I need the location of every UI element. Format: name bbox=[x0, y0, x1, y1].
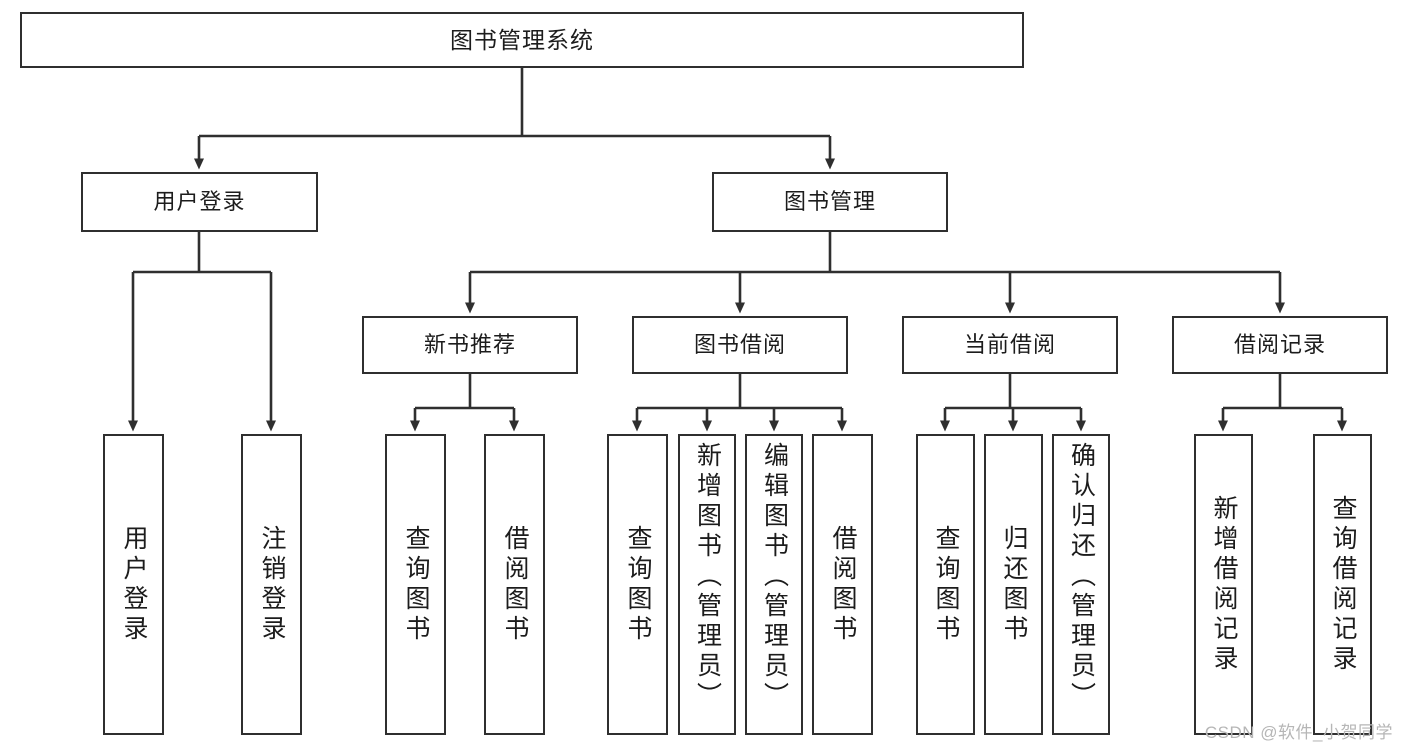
node-user-login-module[interactable]: 用户登录 bbox=[81, 172, 318, 232]
node-label: 图书管理 bbox=[783, 189, 876, 215]
leaf-user-login[interactable]: 用户登录 bbox=[103, 434, 164, 735]
leaf-label: 确认归还（管理员） bbox=[1067, 442, 1096, 712]
node-borrow-record[interactable]: 借阅记录 bbox=[1172, 316, 1388, 374]
watermark: CSDN @软件_小贺同学 bbox=[1204, 723, 1393, 742]
leaf-label: 用户登录 bbox=[120, 524, 148, 645]
leaf-label: 查询图书 bbox=[624, 524, 652, 645]
node-label: 当前借阅 bbox=[963, 332, 1056, 358]
leaf-record-add-record[interactable]: 新增借阅记录 bbox=[1194, 434, 1253, 735]
leaf-label: 编辑图书（管理员） bbox=[760, 442, 789, 712]
leaf-label: 查询图书 bbox=[932, 524, 960, 645]
leaf-label: 借阅图书 bbox=[501, 524, 529, 645]
leaf-label: 借阅图书 bbox=[829, 524, 857, 645]
leaf-borrow-add-book-admin[interactable]: 新增图书（管理员） bbox=[678, 434, 736, 735]
node-root-label: 图书管理系统 bbox=[450, 26, 594, 53]
leaf-label: 新增图书（管理员） bbox=[693, 442, 722, 712]
leaf-newbook-query-book[interactable]: 查询图书 bbox=[385, 434, 446, 735]
leaf-label: 查询图书 bbox=[402, 524, 430, 645]
leaf-label: 归还图书 bbox=[1000, 524, 1028, 645]
leaf-current-query-book[interactable]: 查询图书 bbox=[916, 434, 975, 735]
node-new-book-recommend[interactable]: 新书推荐 bbox=[362, 316, 578, 374]
leaf-current-confirm-return-admin[interactable]: 确认归还（管理员） bbox=[1052, 434, 1110, 735]
node-book-borrow[interactable]: 图书借阅 bbox=[632, 316, 848, 374]
leaf-current-return-book[interactable]: 归还图书 bbox=[984, 434, 1043, 735]
node-label: 借阅记录 bbox=[1233, 332, 1326, 358]
leaf-newbook-borrow-book[interactable]: 借阅图书 bbox=[484, 434, 545, 735]
leaf-label: 查询借阅记录 bbox=[1329, 494, 1357, 675]
leaf-record-query-record[interactable]: 查询借阅记录 bbox=[1313, 434, 1372, 735]
node-label: 用户登录 bbox=[153, 189, 246, 215]
leaf-borrow-query-book[interactable]: 查询图书 bbox=[607, 434, 668, 735]
node-book-management-module[interactable]: 图书管理 bbox=[712, 172, 948, 232]
node-root[interactable]: 图书管理系统 bbox=[20, 12, 1024, 68]
leaf-borrow-edit-book-admin[interactable]: 编辑图书（管理员） bbox=[745, 434, 803, 735]
leaf-user-logout[interactable]: 注销登录 bbox=[241, 434, 302, 735]
node-current-borrow[interactable]: 当前借阅 bbox=[902, 316, 1118, 374]
leaf-borrow-lend-book[interactable]: 借阅图书 bbox=[812, 434, 873, 735]
leaf-label: 注销登录 bbox=[258, 524, 286, 645]
node-label: 图书借阅 bbox=[693, 332, 786, 358]
node-label: 新书推荐 bbox=[423, 332, 516, 358]
leaf-label: 新增借阅记录 bbox=[1210, 494, 1238, 675]
